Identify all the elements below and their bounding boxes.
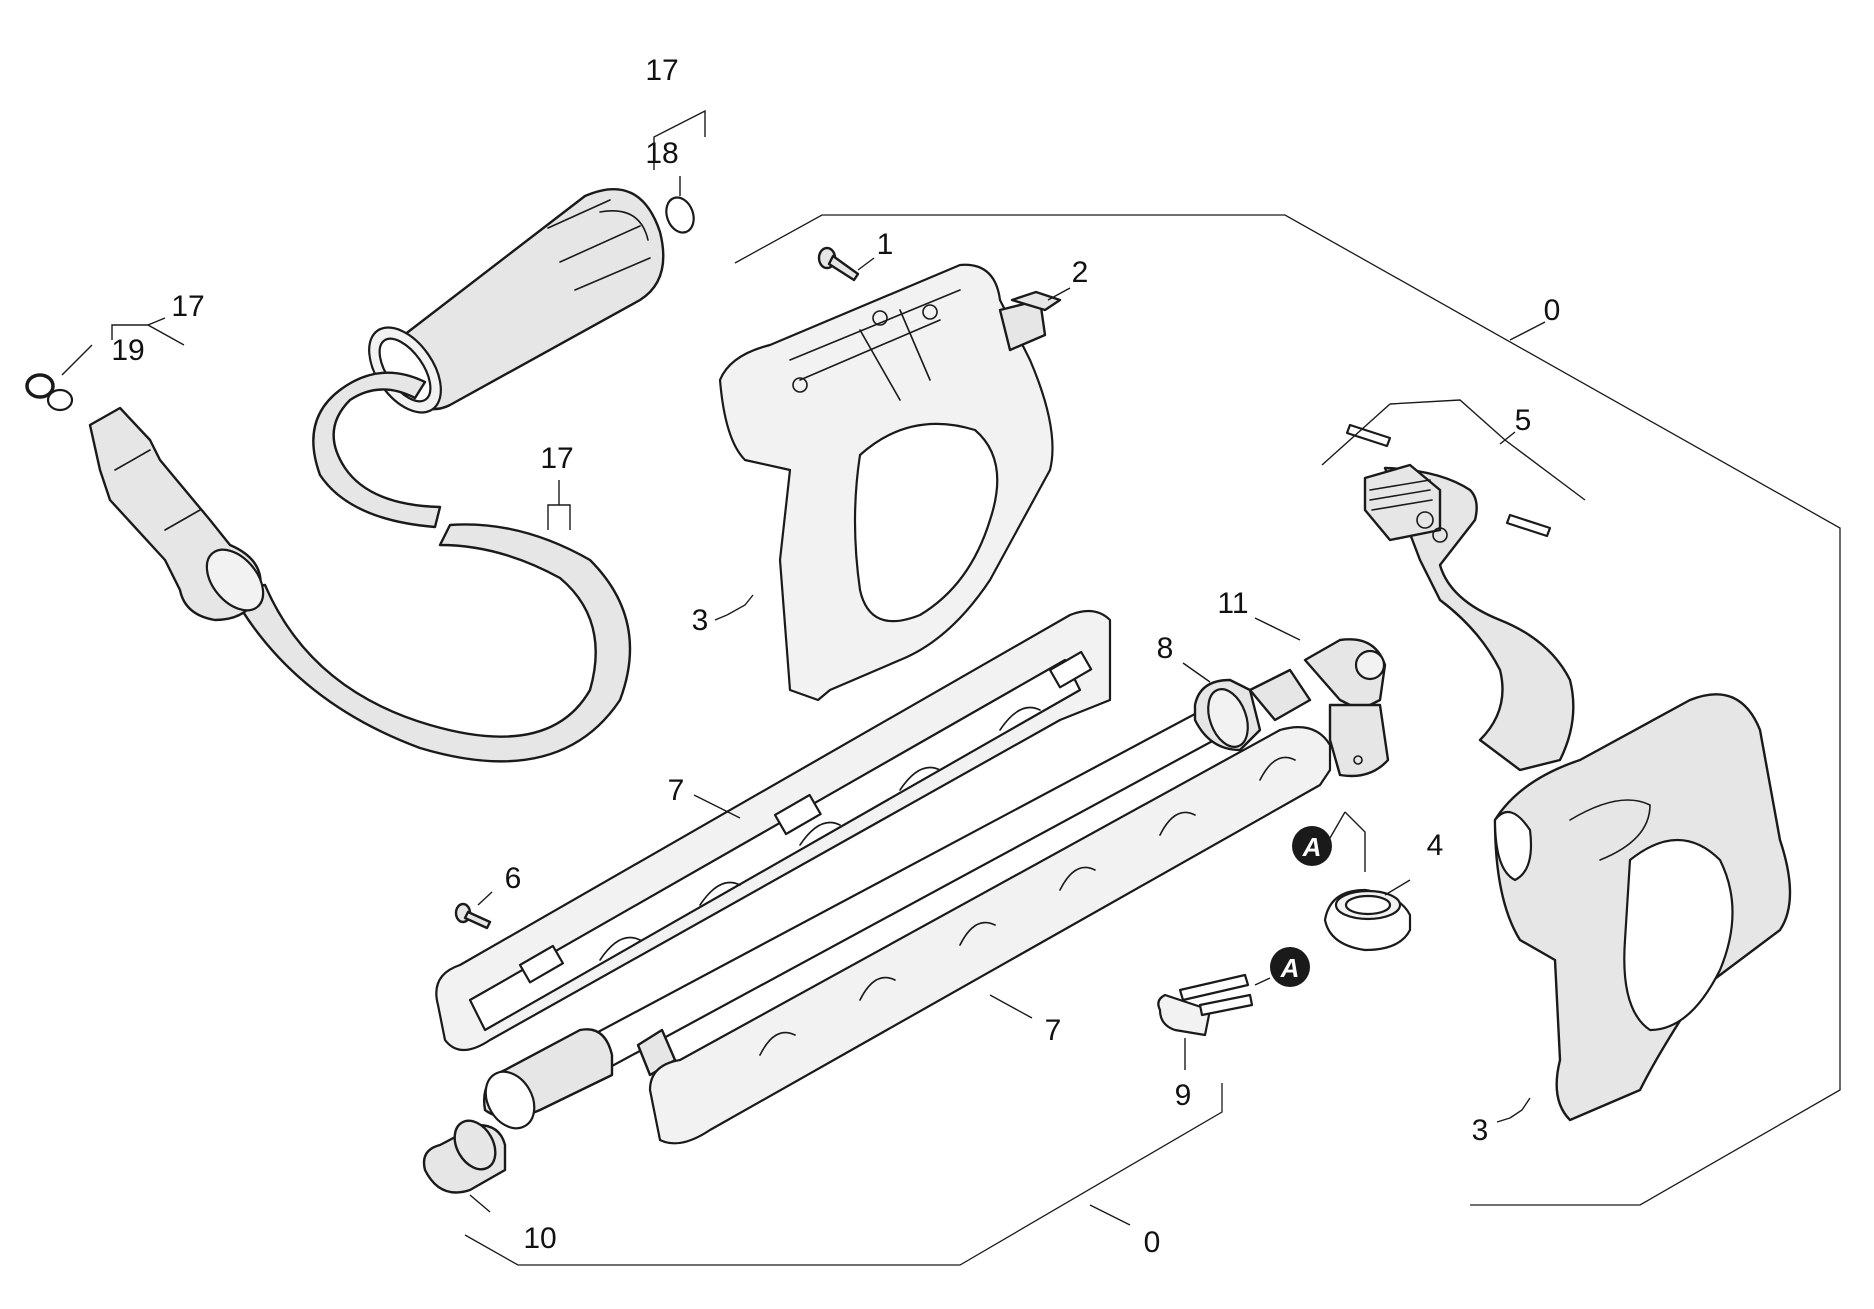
trigger-lock-2 [998, 290, 1062, 352]
callout-17-left: 17 [171, 290, 204, 323]
housing-half-upper [718, 263, 1054, 702]
grip-shell-lower [648, 726, 1332, 1145]
hose-fitting [88, 406, 265, 622]
o-ring-left [25, 373, 55, 399]
callout-17-mid: 17 [540, 442, 573, 475]
assembly-frame-upper [734, 214, 1841, 1206]
reference-marker-a-upper: A [1292, 826, 1332, 866]
screw-1 [817, 246, 860, 282]
callout-labels: 17 18 17 19 17 1 2 0 5 3 11 8 7 6 4 7 9 … [111, 54, 1560, 1259]
o-ring-18 [665, 196, 695, 234]
grip-shell-upper [435, 609, 1112, 1052]
callout-3-upper: 3 [692, 604, 709, 637]
callout-0-right: 0 [1544, 294, 1561, 327]
housing-half-lower [1493, 693, 1792, 1122]
callout-10: 10 [523, 1222, 556, 1255]
leader-lines [61, 109, 1586, 1226]
assembly-frame-lower [464, 1083, 1223, 1266]
screw-6 [454, 902, 492, 930]
nozzle-grip [368, 187, 665, 414]
callout-9: 9 [1175, 1079, 1192, 1112]
nut-19 [46, 388, 74, 412]
lance-tube [483, 688, 1257, 1130]
marker-a-lower-label: A [1280, 953, 1300, 983]
trigger-5 [1363, 463, 1575, 772]
callout-1: 1 [877, 228, 894, 261]
end-cap-10 [422, 1119, 507, 1194]
elbow-fitting-11 [1248, 638, 1390, 778]
pin-lower [1505, 513, 1552, 538]
callout-11: 11 [1217, 587, 1248, 620]
callout-19: 19 [111, 334, 144, 367]
callout-6: 6 [505, 862, 522, 895]
callout-5: 5 [1515, 404, 1532, 437]
callout-17-top: 17 [645, 54, 678, 87]
clip-9 [1157, 973, 1254, 1037]
pin-upper [1345, 423, 1392, 448]
hose [228, 371, 632, 763]
callout-2: 2 [1072, 256, 1089, 289]
callout-4: 4 [1427, 829, 1444, 862]
marker-a-upper-label: A [1302, 832, 1322, 862]
callout-7-lower: 7 [1045, 1014, 1062, 1047]
callout-18: 18 [645, 137, 678, 170]
reference-marker-a-lower: A [1270, 947, 1310, 987]
callout-7-upper: 7 [668, 774, 685, 807]
callout-8: 8 [1157, 632, 1174, 665]
ring-4 [1323, 888, 1412, 952]
callout-0-bottom: 0 [1144, 1226, 1161, 1259]
collar-8 [1193, 678, 1262, 752]
callout-3-lower: 3 [1472, 1114, 1489, 1147]
